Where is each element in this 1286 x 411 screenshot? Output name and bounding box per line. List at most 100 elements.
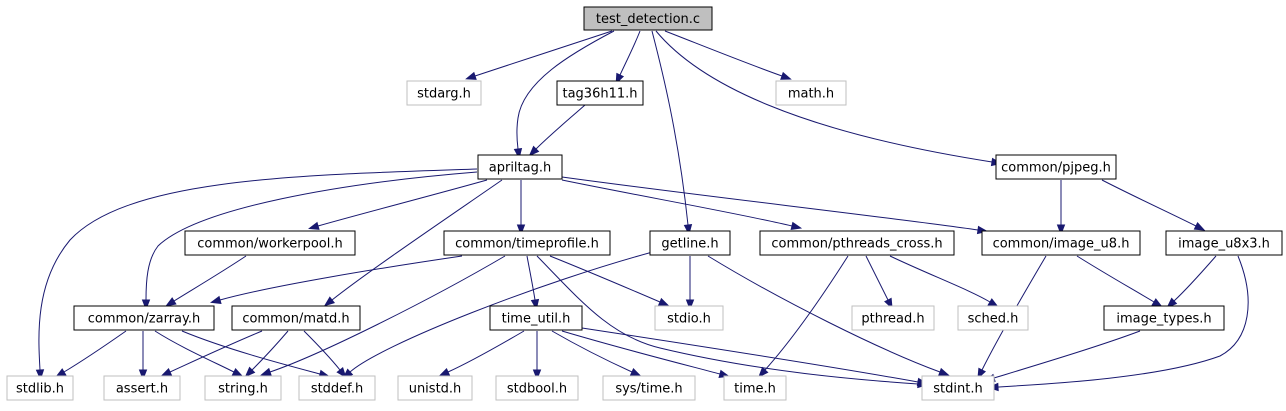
edge-line — [619, 30, 641, 76]
edge-common_image_u8_h-to-image_types_h — [1076, 255, 1163, 308]
node-common_image_u8_h[interactable]: common/image_u8.h — [981, 230, 1141, 256]
node-label: test_detection.c — [596, 12, 700, 27]
edge-common_matd_h-to-string_h — [244, 330, 289, 378]
node-box — [477, 154, 563, 180]
edge-common_zarray_h-to-assert_h — [138, 330, 148, 381]
edge-common_matd_h-to-assert_h — [160, 330, 263, 377]
arrowhead — [210, 295, 222, 304]
arrowhead — [758, 366, 769, 378]
edge-time_util_h-to-sys_time_h — [551, 330, 642, 377]
edge-image_types_h-to-stdint_h — [984, 330, 1141, 382]
edge-apriltag_h-to-common_image_u8_h — [561, 176, 989, 235]
edge-apriltag_h-to-common_timeprofile_h — [516, 179, 526, 236]
node-getline_h[interactable]: getline.h — [649, 230, 731, 256]
edge-line — [251, 330, 289, 371]
edge-apriltag_h-to-common_workerpool_h — [308, 179, 488, 230]
node-box — [759, 230, 955, 256]
edge-common_pthreads_cross_h-to-sched_h — [889, 255, 999, 308]
node-tag36h11_h[interactable]: tag36h11.h — [556, 80, 644, 106]
node-common_matd_h[interactable]: common/matd.h — [231, 305, 361, 331]
arrowhead — [35, 369, 45, 381]
node-label: string.h — [218, 382, 268, 397]
edge-line — [516, 30, 615, 150]
arrowhead — [438, 367, 451, 377]
node-box — [921, 375, 995, 401]
edge-common_pthreads_cross_h-to-pthread_h — [865, 255, 893, 310]
node-stddef_h: stddef.h — [298, 375, 376, 401]
edge-common_timeprofile_h-to-stdio_h — [549, 255, 670, 307]
arrowhead — [683, 224, 693, 236]
node-label: tag36h11.h — [562, 87, 637, 102]
arrowhead — [260, 367, 272, 376]
edge-line — [303, 330, 341, 371]
arrowhead — [231, 367, 244, 377]
node-label: stdio.h — [667, 312, 711, 327]
edge-tag36h11_h-to-apriltag_h — [528, 104, 586, 157]
arrowhead — [336, 366, 347, 379]
arrowhead — [790, 221, 803, 230]
node-box — [649, 230, 731, 256]
node-apriltag_h[interactable]: apriltag.h — [477, 154, 563, 180]
node-stdint_h: stdint.h — [921, 375, 995, 401]
edge-line — [535, 104, 586, 150]
node-common_pthreads_cross_h[interactable]: common/pthreads_cross.h — [759, 230, 955, 256]
edge-line — [447, 330, 525, 373]
node-label: common/zarray.h — [88, 312, 200, 327]
node-label: stdbool.h — [507, 382, 567, 397]
node-common_zarray_h[interactable]: common/zarray.h — [73, 305, 215, 331]
node-label: sched.h — [968, 312, 1019, 327]
edge-common_matd_h-to-stddef_h — [303, 330, 347, 379]
edge-line — [664, 30, 783, 77]
edge-common_pjpeg_h-to-common_image_u8_h — [1056, 179, 1066, 236]
edge-common_pthreads_cross_h-to-time_h — [758, 255, 849, 378]
node-box — [489, 305, 583, 331]
node-common_pjpeg_h[interactable]: common/pjpeg.h — [995, 154, 1117, 180]
edge-line — [169, 330, 263, 373]
node-test_detection_c[interactable]: test_detection.c — [583, 6, 713, 31]
edge-time_util_h-to-stdbool_h — [532, 331, 542, 381]
arrowhead — [629, 367, 642, 377]
arrowhead — [138, 369, 148, 381]
node-label: image_u8x3.h — [1178, 237, 1270, 252]
node-label: apriltag.h — [489, 161, 551, 176]
node-box — [602, 375, 696, 401]
edge-line — [63, 330, 127, 373]
node-label: stdarg.h — [417, 87, 471, 102]
edge-line — [317, 179, 488, 227]
edge-common_zarray_h-to-stdlib_h — [55, 330, 127, 378]
node-label: common/image_u8.h — [993, 237, 1130, 252]
node-pthread_h: pthread.h — [851, 305, 935, 331]
node-box — [957, 305, 1029, 331]
node-box — [231, 305, 361, 331]
arrowhead — [528, 145, 540, 157]
node-box — [443, 230, 611, 256]
node-image_u8x3_h[interactable]: image_u8x3.h — [1165, 230, 1283, 256]
node-time_util_h[interactable]: time_util.h — [489, 305, 583, 331]
edge-line — [651, 30, 689, 226]
node-common_timeprofile_h[interactable]: common/timeprofile.h — [443, 230, 611, 256]
node-box — [654, 305, 724, 331]
nodes-layer: test_detection.c stdarg.h tag36h11.h math.h… — [6, 6, 1283, 401]
node-stdbool_h: stdbool.h — [495, 375, 579, 401]
node-stdarg_h: stdarg.h — [406, 80, 482, 106]
edge-test_detection_c-to-apriltag_h — [513, 30, 615, 160]
node-label: math.h — [788, 87, 834, 102]
edge-line — [536, 255, 919, 385]
arrowhead — [516, 224, 526, 236]
edge-line — [1101, 179, 1197, 227]
node-box — [103, 375, 181, 401]
edge-common_pjpeg_h-to-image_u8x3_h — [1101, 179, 1206, 231]
edges-layer — [35, 30, 1249, 392]
arrowhead — [160, 367, 173, 377]
node-image_types_h[interactable]: image_types.h — [1103, 305, 1225, 331]
edge-line — [173, 255, 247, 302]
edge-line — [707, 255, 941, 373]
node-label: assert.h — [116, 382, 168, 397]
node-common_workerpool_h[interactable]: common/workerpool.h — [184, 230, 356, 256]
arrowhead — [165, 297, 177, 307]
arrowhead — [244, 366, 256, 378]
edge-line — [349, 249, 661, 373]
edge-line — [764, 255, 849, 371]
node-box — [73, 305, 215, 331]
node-math_h: math.h — [775, 80, 847, 106]
